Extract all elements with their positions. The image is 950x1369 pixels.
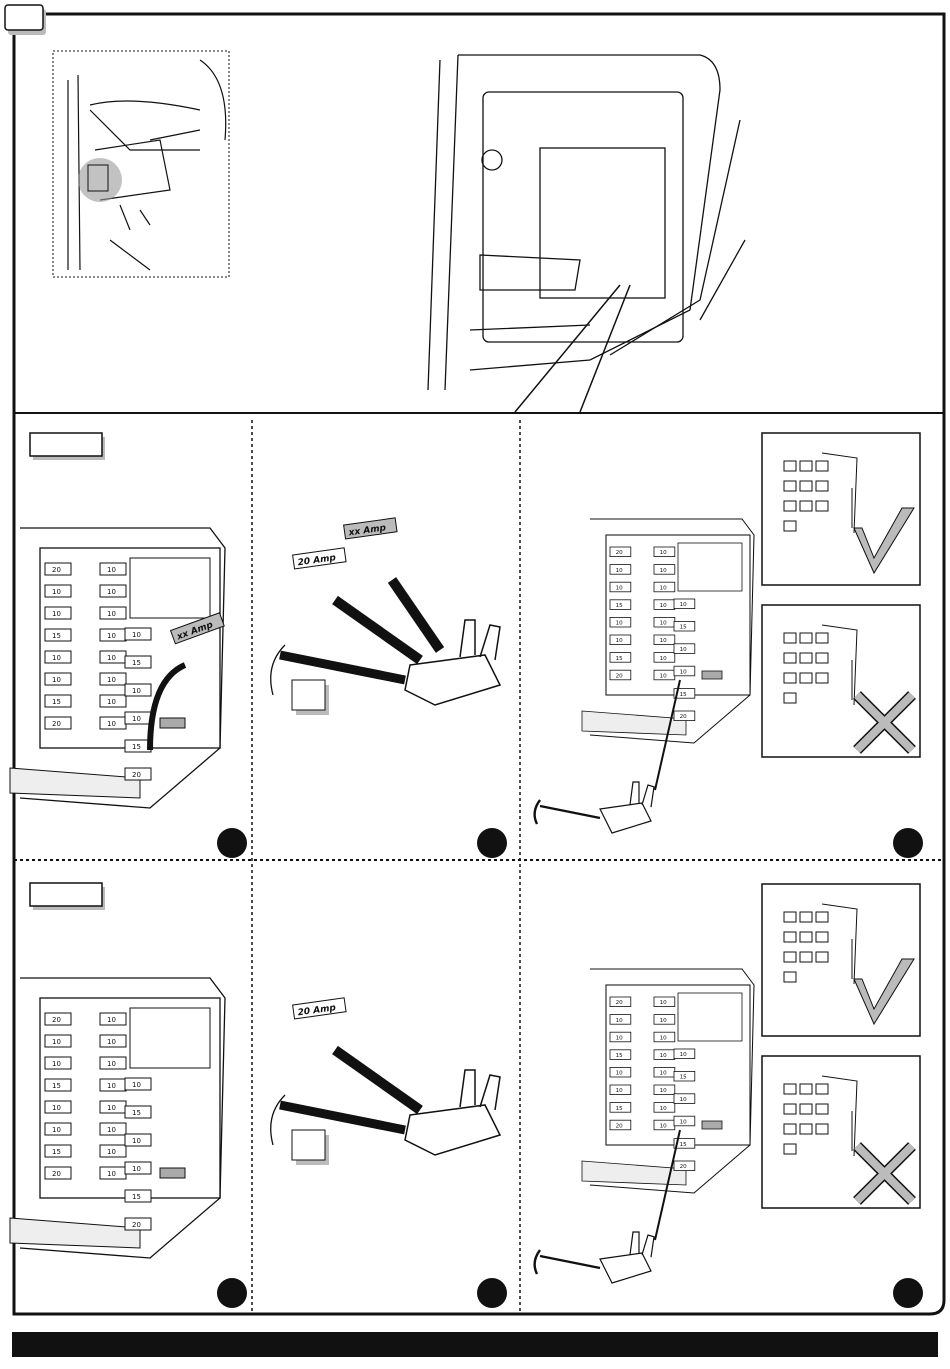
fuse-text-layer: 20 Amp xx Amp xx Amp 20 Amp bbox=[0, 0, 950, 1369]
